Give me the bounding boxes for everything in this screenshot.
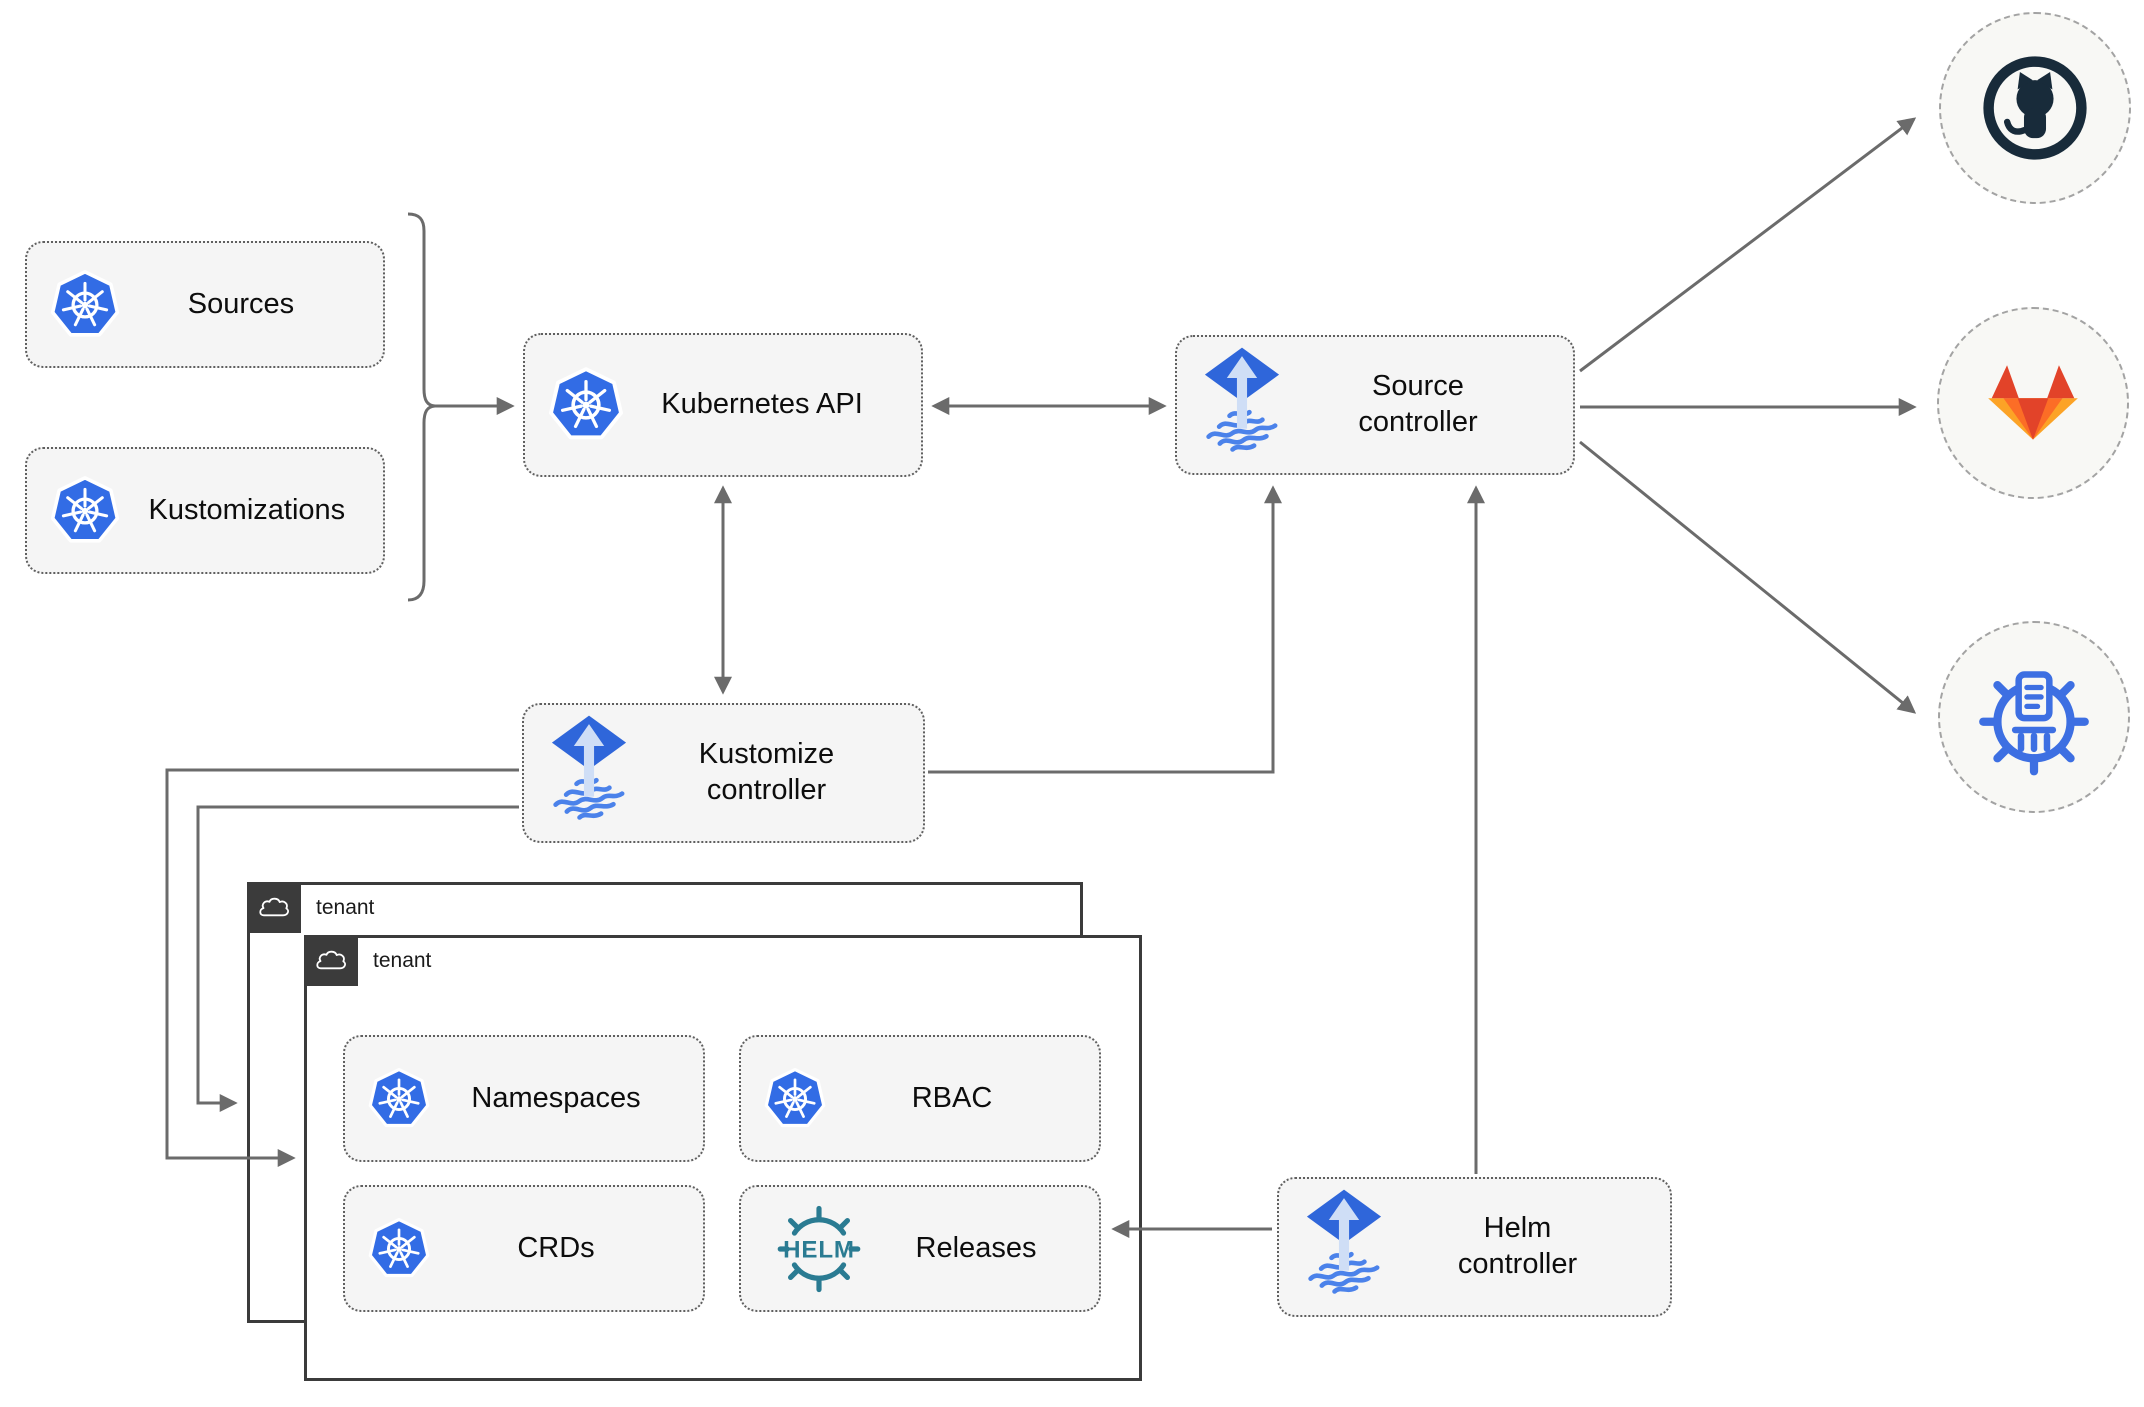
node-label: Kustomizations <box>148 493 346 526</box>
node-kubernetes-api: Kubernetes API <box>523 333 923 477</box>
gitlab-icon <box>1988 365 2078 440</box>
node-kustomizations: Kustomizations <box>25 447 385 574</box>
node-label: RBAC <box>911 1081 993 1114</box>
node-label: Releases <box>915 1231 1037 1264</box>
cloud-icon <box>259 897 289 917</box>
node-namespaces: Namespaces <box>343 1035 705 1162</box>
svg-text:HELM: HELM <box>783 1236 855 1263</box>
external-chartmuseum <box>1938 621 2130 813</box>
kubernetes-icon <box>49 269 121 341</box>
arrow-source-to-github <box>1579 117 1917 373</box>
cloud-icon <box>316 950 346 970</box>
node-label: CRDs <box>517 1231 595 1264</box>
node-rbac: RBAC <box>739 1035 1101 1162</box>
node-label: Kustomize controller <box>698 738 835 806</box>
kubernetes-icon <box>367 1067 431 1131</box>
arrow-kustomize-to-source-controller <box>928 485 1282 774</box>
kubernetes-icon <box>49 475 121 547</box>
brace-sources-group <box>407 212 436 602</box>
helm-icon: HELM <box>763 1203 875 1295</box>
flux-icon <box>1301 1188 1387 1306</box>
external-github <box>1939 12 2131 204</box>
arrow-source-to-chartmuseum <box>1579 440 1917 714</box>
node-source-controller: Source controller <box>1175 335 1575 475</box>
node-label: Sources <box>187 287 295 320</box>
kubernetes-icon <box>547 366 625 444</box>
tenant-outer-label: tenant <box>316 896 375 919</box>
node-label: Namespaces <box>471 1081 641 1114</box>
tenant-inner-badge <box>304 935 358 986</box>
node-label: Kubernetes API <box>661 388 863 421</box>
node-kustomize-controller: Kustomize controller <box>522 703 925 843</box>
node-label: Source controller <box>1358 370 1478 438</box>
kubernetes-icon <box>367 1217 431 1281</box>
flux-icon <box>1199 346 1285 464</box>
tenant-outer-badge <box>247 882 301 933</box>
flux-icon <box>546 714 632 832</box>
node-label: Helm controller <box>1457 1212 1578 1280</box>
external-gitlab <box>1937 307 2129 499</box>
node-crds: CRDs <box>343 1185 705 1312</box>
github-icon <box>1983 56 2087 160</box>
chartmuseum-icon <box>1979 671 2089 776</box>
node-sources: Sources <box>25 241 385 368</box>
node-helm-controller: Helm controller <box>1277 1177 1672 1317</box>
node-releases: HELM Releases <box>739 1185 1101 1312</box>
kubernetes-icon <box>763 1067 827 1131</box>
tenant-inner-label: tenant <box>373 949 432 972</box>
